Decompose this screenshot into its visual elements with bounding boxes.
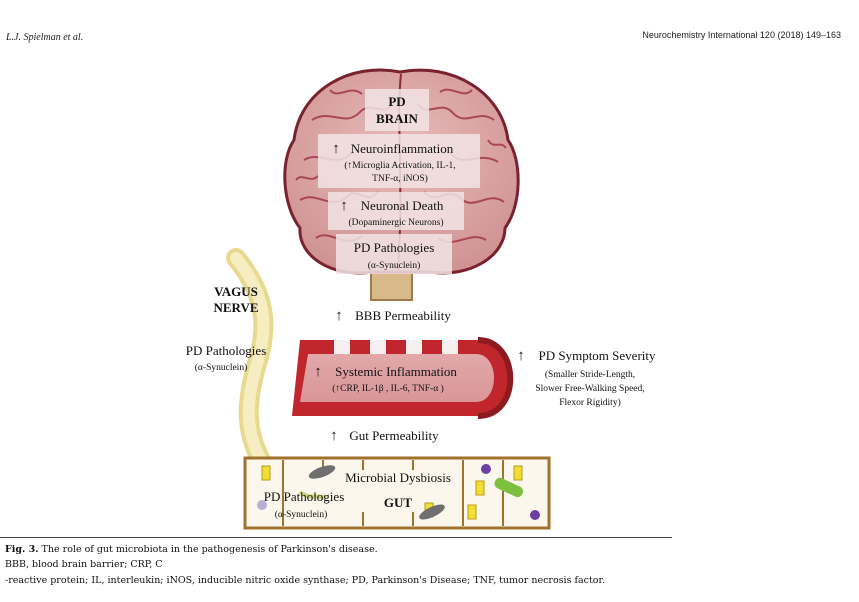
neuroinflammation-detail-1: (↑Microglia Activation, IL-1,: [344, 160, 455, 171]
vagus-nerve-label-2: NERVE: [213, 300, 258, 315]
symptom-detail-1: (Smaller Stride-Length,: [545, 369, 635, 380]
bbb-permeability-label: BBB Permeability: [355, 308, 451, 323]
pd-pathologies-brain-label: PD Pathologies: [354, 240, 435, 255]
neuroinflammation-panel: [318, 134, 480, 188]
brain-title-panel: [365, 89, 429, 131]
vagus-nerve-label-1: VAGUS: [214, 284, 258, 299]
blood-vessel: [292, 337, 514, 419]
up-arrow-icon: ↑: [332, 141, 340, 157]
figure-caption-abbrev-1: BBB, blood brain barrier; CRP, C: [5, 559, 163, 570]
neuroinflammation-detail-2: TNF-α, iNOS): [372, 173, 428, 184]
systemic-inflammation-label: Systemic Inflammation: [335, 364, 457, 379]
gut-illustration: [243, 456, 551, 530]
up-arrow-icon: ↑: [517, 348, 525, 364]
figure-caption-title: Fig. 3. The role of gut microbiota in th…: [5, 544, 378, 555]
up-arrow-icon: ↑: [314, 364, 322, 380]
pd-symptom-severity-label: PD Symptom Severity: [538, 348, 656, 363]
caption-divider: [0, 537, 672, 538]
pd-pathologies-gut-label: PD Pathologies: [264, 489, 345, 504]
pd-pathologies-gut-detail: (α-Synuclein): [275, 509, 327, 520]
pd-pathologies-brain-panel: [336, 234, 452, 274]
symptom-detail-3: Flexor Rigidity): [559, 397, 621, 408]
figure-caption-text: The role of gut microbiota in the pathog…: [38, 544, 378, 555]
up-arrow-icon: ↑: [330, 428, 338, 444]
figure-number: Fig. 3.: [5, 544, 39, 555]
brain-title-line1: PD: [388, 94, 405, 109]
brain-title-line2: BRAIN: [376, 111, 419, 126]
pd-pathologies-brain-detail: (α-Synuclein): [368, 260, 420, 271]
figure-caption-abbrev-2: -reactive protein; IL, interleukin; iNOS…: [5, 575, 606, 586]
running-header-journal: Neurochemistry International 120 (2018) …: [642, 30, 841, 40]
up-arrow-icon: ↑: [340, 198, 348, 214]
neuroinflammation-label: Neuroinflammation: [351, 141, 454, 156]
microbial-dysbiosis-label: Microbial Dysbiosis: [345, 470, 451, 485]
pd-pathologies-vagus-detail: (α-Synuclein): [195, 362, 247, 373]
gut-permeability-label: Gut Permeability: [349, 428, 439, 443]
up-arrow-icon: ↑: [335, 308, 343, 324]
gut-label: GUT: [384, 495, 413, 510]
pd-pathologies-vagus-label: PD Pathologies: [186, 343, 267, 358]
symptom-detail-2: Slower Free-Walking Speed,: [535, 384, 644, 394]
systemic-inflammation-detail: (↑CRP, IL-1β , IL-6, TNF-α ): [332, 383, 444, 394]
neuronal-death-detail: (Dopaminergic Neurons): [348, 217, 443, 228]
neuronal-death-label: Neuronal Death: [361, 198, 444, 213]
neuronal-death-panel: [328, 192, 464, 230]
running-header-authors: L.J. Spielman et al.: [6, 32, 84, 43]
